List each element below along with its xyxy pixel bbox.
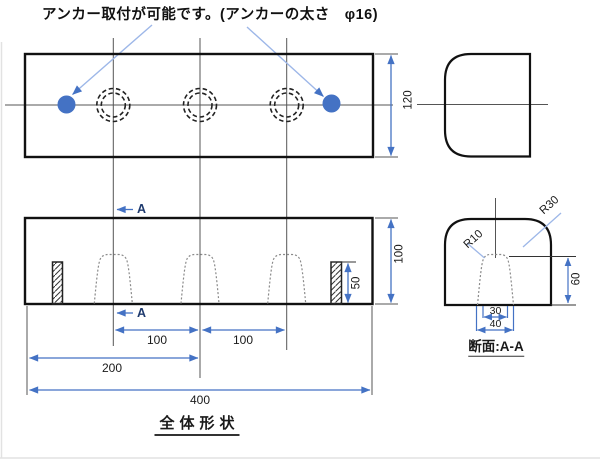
section-dimensions: [475, 257, 572, 334]
dim-pitch-right-100: 100: [232, 333, 254, 347]
dim-tunnel-height-60: 60: [570, 272, 583, 286]
anchor-annotation-text: アンカー取付が可能です。(アンカーの太さ φ16): [41, 6, 379, 23]
plan-view-outline: [23, 52, 375, 159]
section-view-title: 断面:A-A: [468, 340, 524, 357]
front-view-inserts: [51, 261, 356, 305]
dim-height-100: 100: [393, 244, 406, 264]
front-view-tunnel-domes: [93, 253, 307, 304]
dim-insert-height-50: 50: [350, 276, 363, 290]
section-radius-leaders: [466, 212, 562, 259]
front-view-outline: [23, 216, 374, 306]
side-view-outline: [443, 52, 532, 158]
section-mark-a-top: A: [136, 201, 147, 216]
page-edge-lines: [0, 42, 600, 459]
anchor-dots: [57, 94, 341, 114]
dim-pitch-left-100: 100: [146, 333, 168, 347]
overall-shape-title: 全体形状: [154, 416, 240, 436]
section-mark-a-bottom: A: [136, 305, 147, 320]
section-view-outline: [443, 217, 576, 307]
section-tunnel-dome: [476, 253, 515, 306]
dim-depth-120: 120: [402, 90, 415, 110]
dim-overall-400: 400: [189, 393, 211, 407]
dim-left-half-200: 200: [101, 361, 123, 375]
anchor-hole-circles: [96, 87, 305, 123]
dim-tunnel-bottom-40: 40: [489, 317, 502, 330]
dimension-lines: [29, 55, 395, 394]
extension-lines: [26, 53, 398, 395]
dim-tunnel-top-30: 30: [489, 304, 502, 317]
centerlines: [5, 38, 548, 378]
anchor-leader-arrows: [72, 24, 324, 98]
